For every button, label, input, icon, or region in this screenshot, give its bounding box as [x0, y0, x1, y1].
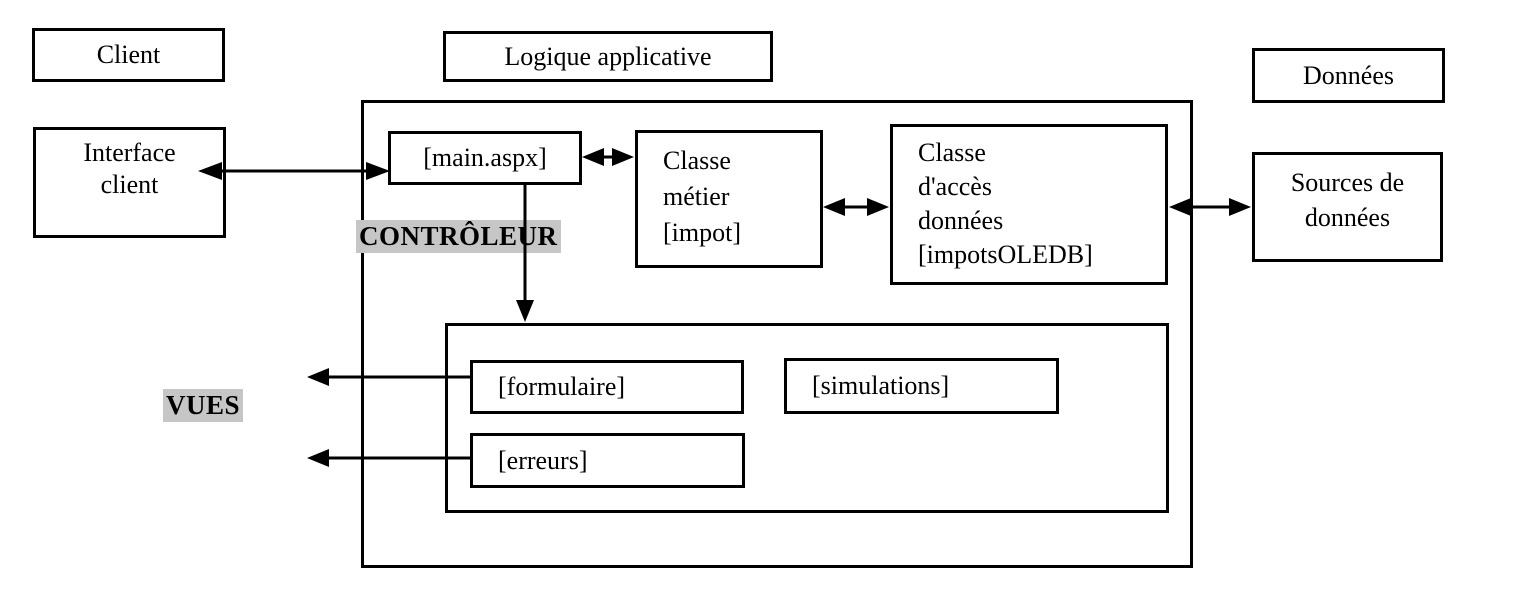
node-simulations: [simulations]	[784, 358, 1059, 414]
node-classe-metier-line2: métier	[663, 182, 730, 211]
label-vues-text: VUES	[166, 390, 241, 420]
node-formulaire-label: [formulaire]	[498, 372, 626, 401]
label-controleur: CONTRÔLEUR	[356, 220, 561, 253]
node-sources-donnees-line2: données	[1304, 203, 1391, 232]
tier-label-client: Client	[96, 40, 161, 69]
node-erreurs-label: [erreurs]	[498, 445, 588, 475]
tier-label-donnees: Données	[1303, 60, 1394, 90]
label-vues: VUES	[163, 389, 244, 422]
node-formulaire: [formulaire]	[470, 360, 744, 414]
node-sources-donnees-line1: Sources de	[1290, 168, 1405, 197]
node-interface-client: Interface client	[33, 127, 226, 238]
node-classe-metier-line1: Classe	[663, 146, 731, 175]
tier-label-logique-applicative: Logique applicative	[504, 41, 712, 71]
node-classe-acces-line3: données	[918, 206, 1004, 235]
node-classe-acces-line1: Classe	[918, 138, 986, 167]
node-classe-metier: Classe métier [impot]	[635, 130, 823, 268]
node-interface-client-line1: Interface	[83, 138, 176, 167]
node-classe-acces-donnees: Classe d'accès données [impotsOLEDB]	[890, 124, 1168, 285]
node-classe-metier-line3: [impot]	[663, 218, 741, 247]
node-sources-donnees: Sources de données	[1252, 152, 1443, 262]
node-main-aspx: [main.aspx]	[388, 131, 582, 185]
node-classe-acces-line4: [impotsOLEDB]	[918, 240, 1093, 269]
tier-box-logique-applicative: Logique applicative	[443, 31, 773, 82]
node-erreurs: [erreurs]	[470, 433, 745, 488]
node-simulations-label: [simulations]	[812, 371, 950, 400]
tier-box-client: Client	[32, 28, 225, 82]
node-interface-client-line2: client	[100, 170, 159, 199]
label-controleur-text: CONTRÔLEUR	[359, 221, 558, 251]
tier-box-donnees: Données	[1252, 48, 1445, 103]
views-container	[445, 323, 1169, 513]
node-main-aspx-label: [main.aspx]	[423, 143, 547, 172]
logique-applicative-container	[361, 100, 1193, 568]
node-classe-acces-line2: d'accès	[918, 172, 992, 201]
